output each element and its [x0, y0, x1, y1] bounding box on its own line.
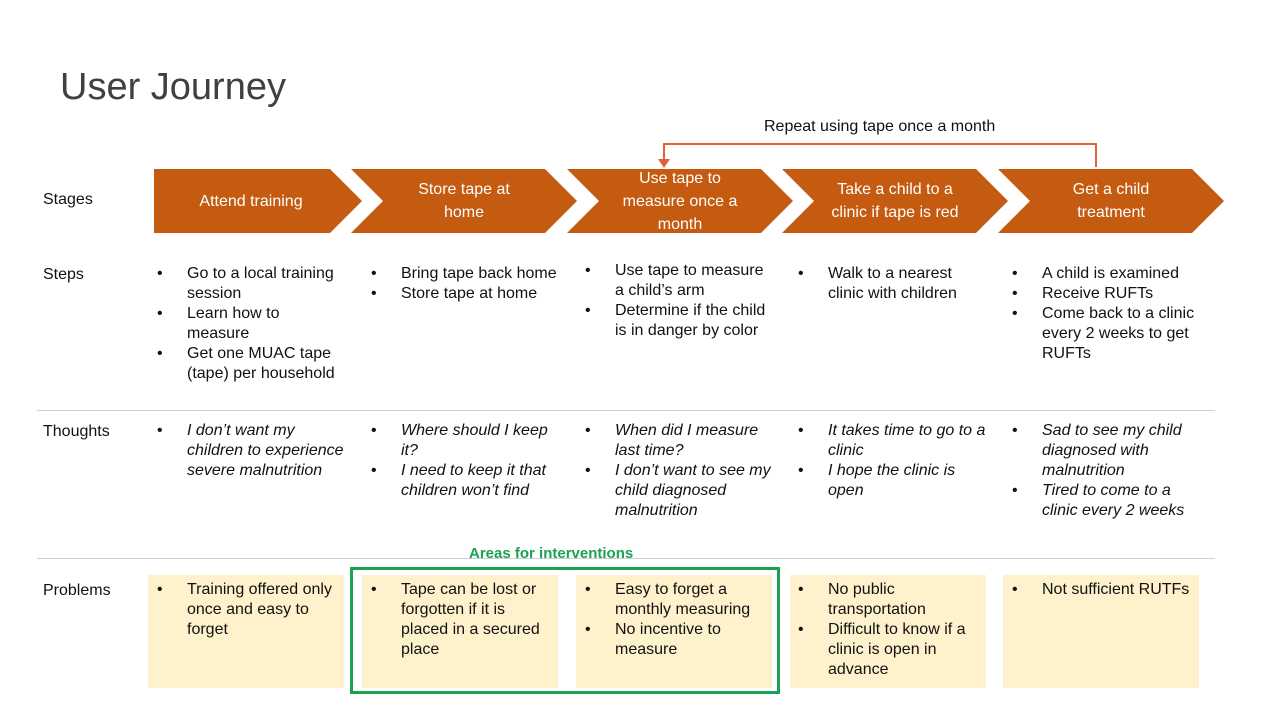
steps-item: Walk to a nearest clinic with children — [796, 264, 986, 304]
stage-take-to-clinic: Take a child to a clinic if tape is red — [782, 169, 1008, 233]
thoughts-cell-1: I don’t want my children to experience s… — [155, 421, 345, 481]
stage-store-tape: Store tape at home — [351, 169, 577, 233]
steps-item: Store tape at home — [369, 284, 559, 304]
stage-chevron-shape — [351, 169, 577, 233]
stage-chevron-shape — [567, 169, 793, 233]
steps-cell-2: Bring tape back home Store tape at home — [369, 264, 559, 304]
page-title: User Journey — [60, 66, 286, 108]
steps-item: Determine if the child is in danger by c… — [583, 301, 768, 341]
stage-use-tape: Use tape to measure once a month — [567, 169, 793, 233]
steps-item: Come back to a clinic every 2 weeks to g… — [1010, 304, 1210, 364]
steps-item: Receive RUFTs — [1010, 284, 1210, 304]
stage-label: Use tape to measure once a month — [622, 169, 738, 233]
thoughts-item: I don’t want to see my child diagnosed m… — [583, 461, 773, 521]
problems-item: Tape can be lost or forgotten if it is p… — [369, 580, 554, 660]
problems-cell-5: Not sufficient RUTFs — [1010, 580, 1195, 600]
row-divider — [37, 410, 1215, 411]
problems-cell-4: No public transportation Difficult to kn… — [796, 580, 981, 680]
problems-item: No public transportation — [796, 580, 981, 620]
thoughts-item: I hope the clinic is open — [796, 461, 986, 501]
steps-item: Go to a local training session — [155, 264, 345, 304]
problems-item: Not sufficient RUTFs — [1010, 580, 1195, 600]
steps-item: A child is examined — [1010, 264, 1210, 284]
interventions-highlight-box — [350, 567, 780, 694]
thoughts-cell-3: When did I measure last time? I don’t wa… — [583, 421, 773, 521]
problems-item: Difficult to know if a clinic is open in… — [796, 620, 981, 680]
thoughts-item: Tired to come to a clinic every 2 weeks — [1010, 481, 1200, 521]
steps-cell-3: Use tape to measure a child’s arm Determ… — [583, 261, 768, 341]
problems-item: Training offered only once and easy to f… — [155, 580, 340, 640]
row-label-thoughts: Thoughts — [43, 423, 110, 440]
steps-item: Use tape to measure a child’s arm — [583, 261, 768, 301]
interventions-label: Areas for interventions — [469, 545, 634, 562]
thoughts-cell-4: It takes time to go to a clinic I hope t… — [796, 421, 986, 501]
thoughts-item: I need to keep it that children won’t fi… — [369, 461, 559, 501]
steps-item: Get one MUAC tape (tape) per household — [155, 344, 345, 384]
thoughts-item: It takes time to go to a clinic — [796, 421, 986, 461]
steps-item: Learn how to measure — [155, 304, 345, 344]
stage-label: Attend training — [199, 192, 303, 210]
stage-attend-training: Attend training — [154, 169, 362, 233]
steps-item: Bring tape back home — [369, 264, 559, 284]
stage-label: Store tape at home — [418, 181, 510, 221]
stage-label: Take a child to a clinic if tape is red — [831, 181, 959, 221]
thoughts-item: When did I measure last time? — [583, 421, 773, 461]
stage-chevron-shape — [154, 169, 362, 233]
row-label-steps: Steps — [43, 266, 84, 283]
problems-cell-2: Tape can be lost or forgotten if it is p… — [369, 580, 554, 660]
thoughts-item: Sad to see my child diagnosed with malnu… — [1010, 421, 1200, 481]
problems-cell-1: Training offered only once and easy to f… — [155, 580, 340, 640]
steps-cell-1: Go to a local training session Learn how… — [155, 264, 345, 384]
thoughts-cell-5: Sad to see my child diagnosed with malnu… — [1010, 421, 1200, 521]
thoughts-item: I don’t want my children to experience s… — [155, 421, 345, 481]
steps-cell-5: A child is examined Receive RUFTs Come b… — [1010, 264, 1210, 364]
row-divider — [37, 558, 1215, 559]
thoughts-cell-2: Where should I keep it? I need to keep i… — [369, 421, 559, 501]
stage-get-treatment: Get a child treatment — [998, 169, 1224, 233]
row-label-stages: Stages — [43, 191, 93, 208]
thoughts-item: Where should I keep it? — [369, 421, 559, 461]
row-label-problems: Problems — [43, 582, 111, 599]
stage-label: Get a child treatment — [1072, 181, 1150, 221]
repeat-label: Repeat using tape once a month — [764, 118, 996, 135]
problems-item: No incentive to measure — [583, 620, 768, 660]
problems-item: Easy to forget a monthly measuring — [583, 580, 768, 620]
stage-chevron-shape — [998, 169, 1224, 233]
steps-cell-4: Walk to a nearest clinic with children — [796, 264, 986, 304]
stage-chevron-shape — [782, 169, 1008, 233]
problems-cell-3: Easy to forget a monthly measuring No in… — [583, 580, 768, 660]
